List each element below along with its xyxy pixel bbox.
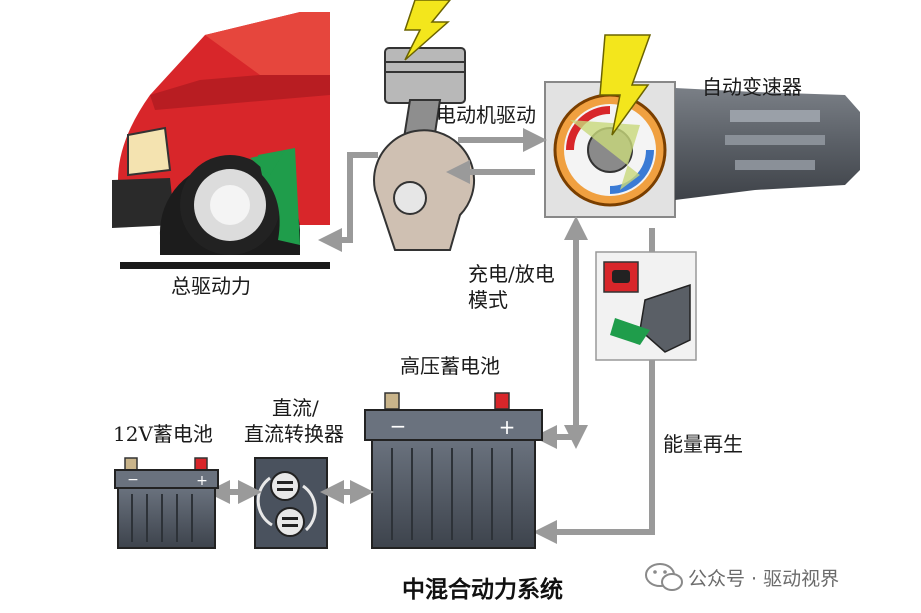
label-high-voltage-battery: 高压蓄电池 (400, 354, 500, 378)
label-auto-transmission: 自动变速器 (702, 75, 802, 99)
electric-motor-illustration (544, 34, 676, 218)
dcdc-converter-illustration (254, 457, 328, 549)
battery-12v-illustration (114, 457, 219, 549)
hv-battery-plus: + (499, 415, 516, 439)
label-energy-regen: 能量再生 (663, 432, 743, 456)
arrow-engine-to-wheels (318, 152, 378, 252)
label-total-drive-power: 总驱动力 (171, 274, 251, 298)
label-charge-discharge-2: 模式 (468, 288, 508, 312)
arrow-energy-regen (533, 360, 655, 544)
label-dcdc-1: 直流/ (272, 396, 319, 420)
hv-battery-minus: − (390, 414, 407, 438)
diagram-title: 中混合动力系统 (402, 577, 563, 603)
watermark-text: 公众号 · 驱动视界 (688, 568, 840, 590)
label-charge-discharge-1: 充电/放电 (468, 262, 555, 286)
automatic-transmission-illustration (675, 88, 860, 200)
label-dcdc-2: 直流转换器 (244, 422, 344, 446)
label-12v-battery: 12V蓄电池 (113, 422, 213, 446)
wechat-icon (645, 563, 683, 591)
car-front-illustration (112, 12, 330, 269)
label-motor-drive: 电动机驱动 (436, 103, 536, 127)
high-voltage-battery-illustration (364, 392, 543, 549)
brake-pedal-illustration (595, 251, 697, 361)
12v-battery-minus: − (127, 472, 139, 488)
12v-battery-plus: + (196, 473, 208, 489)
